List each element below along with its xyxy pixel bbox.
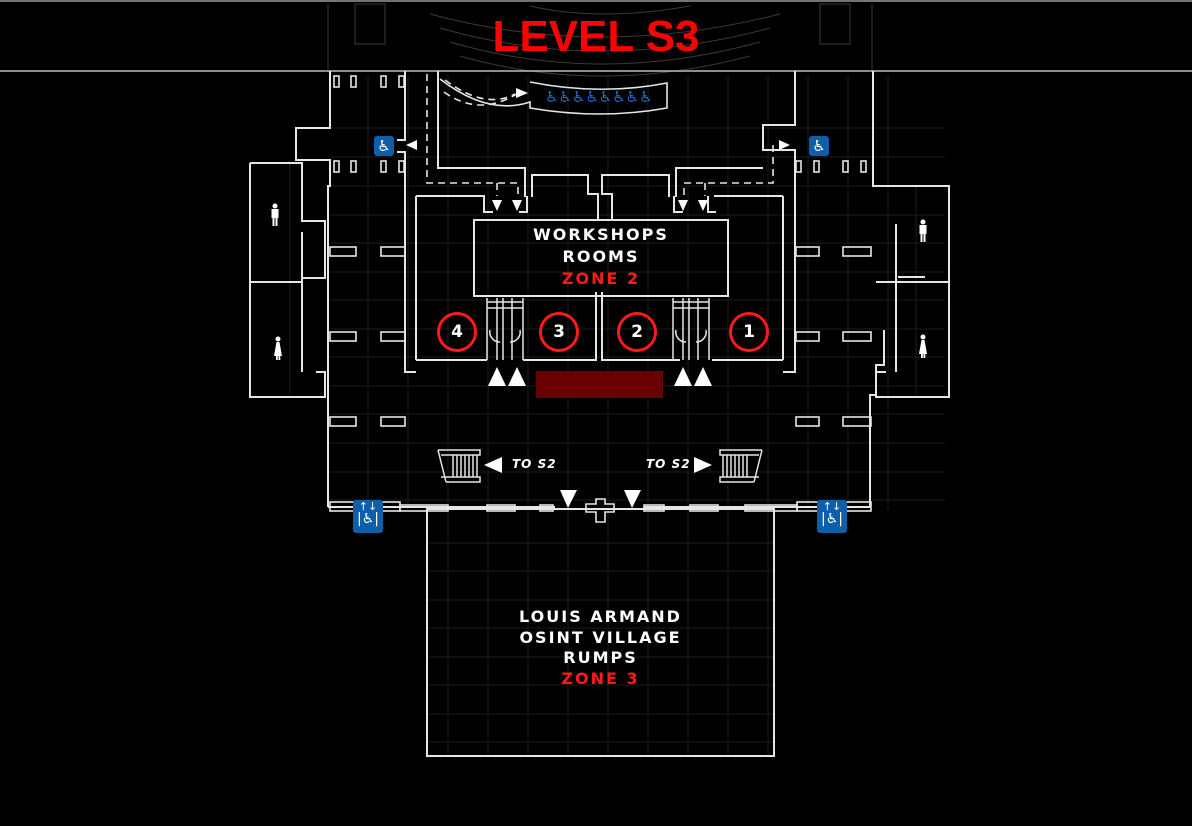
center-pillar xyxy=(585,498,615,523)
arrow-right-icon xyxy=(694,457,712,473)
zone3-zone-label: ZONE 3 xyxy=(561,668,640,688)
stairs-left-label: TO S2 xyxy=(512,457,557,471)
escalators xyxy=(437,449,763,483)
man-icon xyxy=(271,203,279,226)
arrow-right-icon xyxy=(516,88,528,98)
entry-arrow-icon xyxy=(674,367,692,386)
accessible-route xyxy=(426,74,774,196)
stage-area xyxy=(536,371,663,398)
zone2-zone-label: ZONE 2 xyxy=(561,269,641,288)
entry-arrow-icon xyxy=(508,367,526,386)
walls xyxy=(249,71,950,757)
arrow-left-icon xyxy=(484,457,502,473)
entry-arrow-icon xyxy=(488,367,506,386)
arrow-down-icon xyxy=(512,200,522,211)
zone3-line-3: RUMPS xyxy=(563,648,638,667)
vestibules xyxy=(486,298,710,360)
zone2-label: WORKSHOPS ROOMS ZONE 2 xyxy=(474,224,728,290)
entry-arrow-icon xyxy=(694,367,712,386)
room-2-marker[interactable]: 2 xyxy=(617,312,657,352)
wheelchair-icon: ♿ xyxy=(374,136,394,156)
man-icon xyxy=(919,219,927,242)
zone2-line-2: ROOMS xyxy=(562,247,640,266)
stairs-right-label: TO S2 xyxy=(646,457,691,471)
woman-icon xyxy=(274,336,282,360)
auditorium-seating xyxy=(327,3,873,77)
accessible-seating-area: ♿♿♿♿♿♿♿♿ xyxy=(439,78,668,115)
arrow-down-icon xyxy=(492,200,502,211)
woman-icon xyxy=(919,334,927,358)
room-3-marker[interactable]: 3 xyxy=(539,312,579,352)
zone3-line-1: LOUIS ARMAND xyxy=(519,607,682,626)
zone3-label: LOUIS ARMAND OSINT VILLAGE RUMPS ZONE 3 xyxy=(427,607,774,689)
restroom-figures xyxy=(271,203,927,360)
arrow-down-icon xyxy=(698,200,708,211)
wheelchair-icon: ♿ xyxy=(809,136,829,156)
arrow-left-icon xyxy=(406,140,417,150)
arrow-down-icon xyxy=(678,200,688,211)
door-arrows xyxy=(406,88,790,508)
level-title: LEVEL S3 xyxy=(492,12,700,61)
accessible-elevator-icon: ↑↓|♿| xyxy=(353,500,383,533)
arrow-right-icon xyxy=(779,140,790,150)
exit-arrow-icon xyxy=(624,490,641,508)
wheelchair-seats-icon: ♿♿♿♿♿♿♿♿ xyxy=(545,88,653,106)
room-1-marker[interactable]: 1 xyxy=(729,312,769,352)
accessible-elevator-icon: ↑↓|♿| xyxy=(817,500,847,533)
zone2-line-1: WORKSHOPS xyxy=(533,225,669,244)
exit-arrow-icon xyxy=(560,490,577,508)
zone3-line-2: OSINT VILLAGE xyxy=(519,627,682,647)
room-4-marker[interactable]: 4 xyxy=(437,312,477,352)
